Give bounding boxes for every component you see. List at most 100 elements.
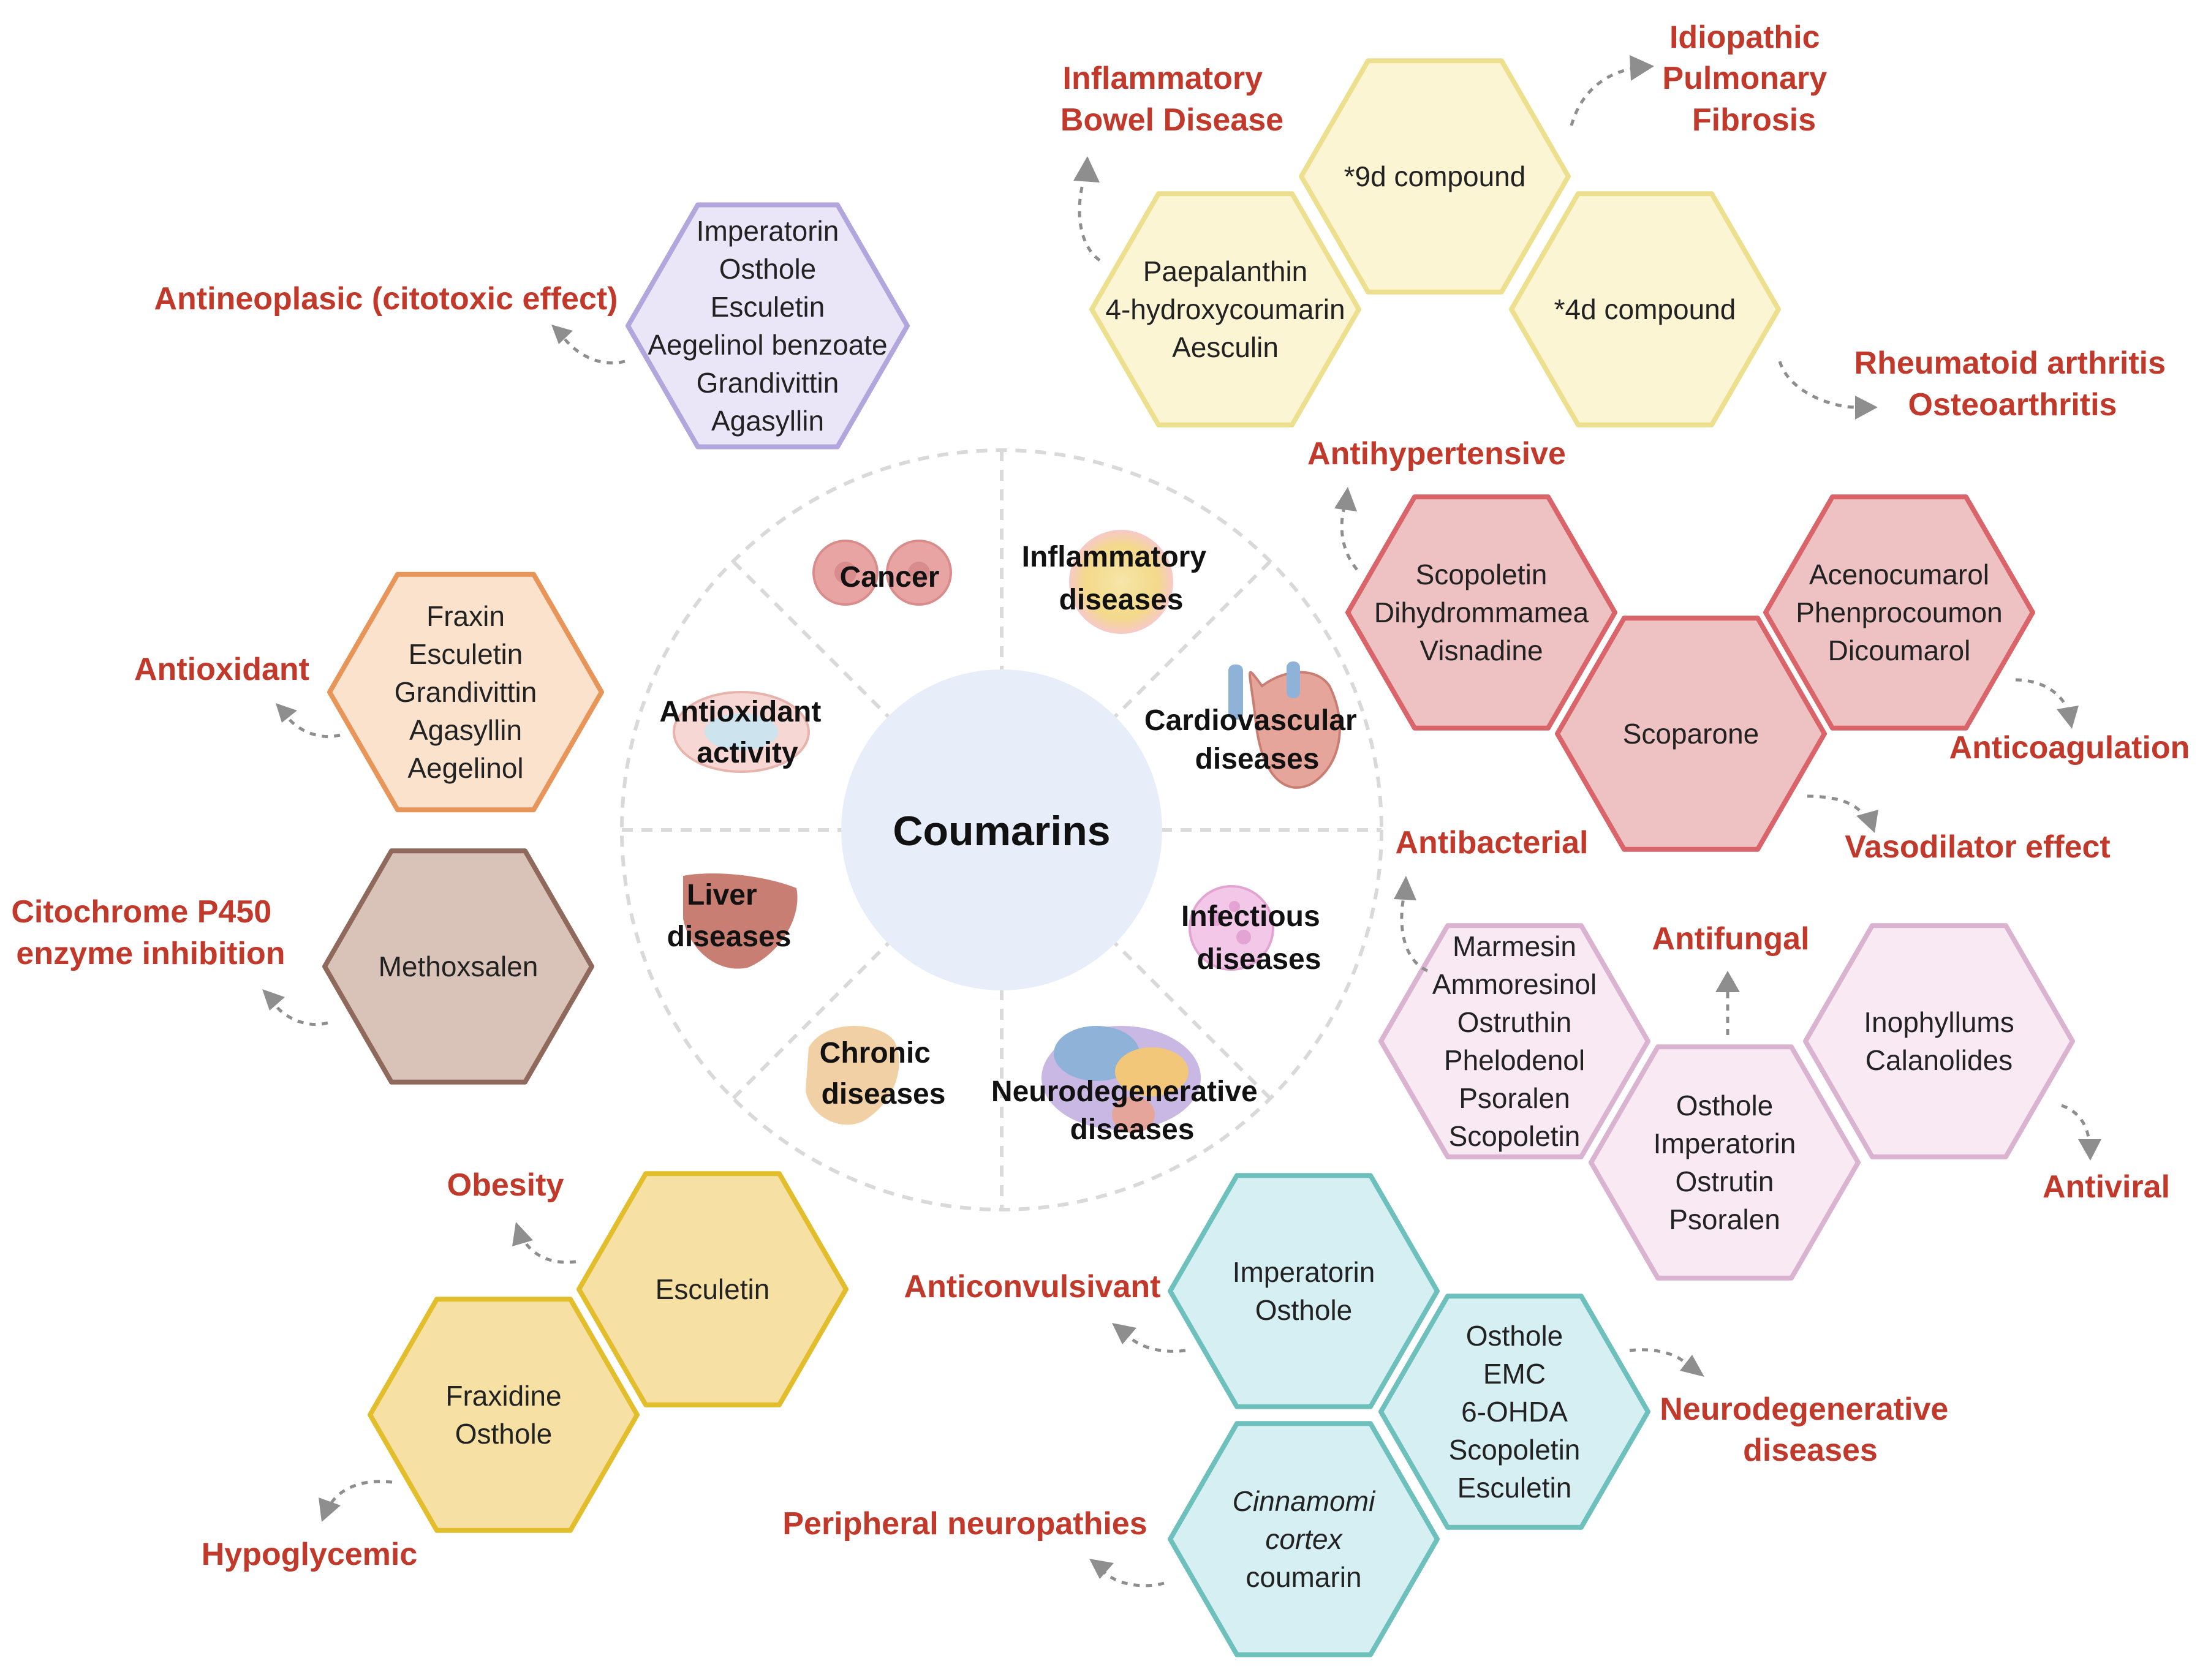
- arrowhead-antioxidant: [276, 703, 297, 723]
- effect-label-ra: Rheumatoid arthritis Osteoarthritis: [1854, 345, 2175, 423]
- arrow-anticoagulation: [2015, 678, 2070, 711]
- effect-label-antiviral: Antiviral: [2043, 1169, 2170, 1205]
- arrowhead-antibacterial: [1394, 876, 1416, 900]
- arrowhead-peripheral: [1089, 1559, 1114, 1579]
- arrowhead-anticoagulation: [2057, 706, 2079, 729]
- brain-icon: [1041, 1026, 1201, 1133]
- arrow-ipf: [1570, 67, 1633, 126]
- cancer-cell-icon: [812, 540, 952, 606]
- effect-label-antihypertensive: Antihypertensive: [1307, 436, 1566, 472]
- arrow-antiviral: [2061, 1104, 2091, 1143]
- liver-icon: [683, 873, 798, 969]
- hexagon-label: *9d compound: [1344, 160, 1526, 192]
- arrowhead-antifungal: [1715, 971, 1740, 992]
- hexagon-shape: [1555, 616, 1827, 852]
- arrow-ibd: [1078, 177, 1101, 262]
- hexagon-label: Esculetin: [656, 1273, 770, 1305]
- effect-label-anticoagulation: Anticoagulation: [1949, 730, 2190, 766]
- effect-label-ipf: Idiopathic Pulmonary Fibrosis: [1662, 20, 1835, 138]
- segment-label-infectious: Infectious diseases: [1181, 900, 1328, 976]
- arrowhead-ra: [1855, 396, 1878, 420]
- hexagon-label: Methoxsalen: [379, 951, 539, 982]
- hexagon-gold-esculetin: Esculetin: [576, 1171, 849, 1407]
- hexagon-shape: [1089, 191, 1361, 428]
- arrowhead-antineoplasic: [551, 325, 573, 344]
- effect-label-ibd: Inflammatory Bowel Disease: [1060, 61, 1283, 138]
- hexagon-shape: [1168, 1421, 1440, 1657]
- arrow-antibacterial: [1400, 894, 1429, 973]
- arrow-cyp450: [271, 1000, 328, 1026]
- segment-label-neurodegenerative: Neurodegenerative diseases: [991, 1075, 1266, 1146]
- arrow-antioxidant: [283, 712, 341, 739]
- arrowhead-hypoglycemic: [319, 1497, 341, 1522]
- hexagon-shape: [327, 571, 604, 813]
- hexagon-shape: [1168, 1173, 1440, 1409]
- effect-label-vasodilator: Vasodilator effect: [1845, 829, 2110, 865]
- effect-labels: Antineoplasic (citotoxic effect) Antioxi…: [11, 20, 2190, 1572]
- arrow-peripheral: [1102, 1570, 1165, 1588]
- arrowhead-ibd: [1073, 156, 1100, 183]
- disease-wheel: Coumarins Cancer Inflammatory diseases C…: [620, 448, 1383, 1211]
- wheel-dividers: [622, 450, 1382, 1210]
- hexagon-shape: [626, 202, 910, 450]
- arrow-obesity: [522, 1239, 576, 1264]
- hexagon-shape: [1589, 1044, 1861, 1281]
- effect-label-anticonvulsivant: Anticonvulsivant: [904, 1269, 1161, 1305]
- arrowhead-antiviral: [2078, 1139, 2101, 1161]
- arrowhead-obesity: [512, 1222, 533, 1246]
- hexagon-label: *4d compound: [1554, 293, 1736, 325]
- effect-label-antibacterial: Antibacterial: [1396, 825, 1589, 861]
- effect-label-obesity: Obesity: [447, 1167, 564, 1203]
- segment-label-chronic: Chronic diseases: [820, 1037, 946, 1110]
- effect-label-antineoplasic: Antineoplasic (citotoxic effect): [154, 281, 618, 317]
- segment-label-antioxidant: Antioxidant activity: [659, 696, 829, 769]
- arrow-vasodilator: [1807, 794, 1867, 819]
- antioxidant-cell-icon: [673, 691, 810, 773]
- hexagon-yellow-9d: *9d compound: [1299, 58, 1571, 295]
- hexagon-brown: Methoxsalen: [322, 848, 594, 1085]
- segment-label-cancer: Cancer: [840, 561, 940, 593]
- effect-label-hypoglycemic: Hypoglycemic: [202, 1537, 418, 1572]
- arrowhead-anticonvulsivant: [1112, 1323, 1136, 1344]
- effect-label-antifungal: Antifungal: [1652, 921, 1809, 957]
- segment-label-cardiovascular: Cardiovascular diseases: [1144, 704, 1365, 775]
- arrow-hypoglycemic: [329, 1480, 393, 1505]
- hexagon-red-scoparone: Scoparone: [1555, 616, 1827, 852]
- arrow-antihypertensive: [1340, 505, 1358, 571]
- center-circle: [841, 669, 1162, 990]
- segment-label-liver: Liver diseases: [667, 879, 792, 953]
- heart-icon: [1228, 661, 1341, 789]
- effect-label-peripheral: Peripheral neuropathies: [782, 1506, 1147, 1542]
- arrow-neurodegenerative: [1629, 1348, 1689, 1367]
- pancreas-icon: [806, 1026, 899, 1125]
- arrow-ra: [1778, 361, 1857, 409]
- hexagon-shape: [322, 848, 594, 1085]
- hexagon-shape: [1378, 1294, 1650, 1530]
- hexagon-shape: [1299, 58, 1571, 295]
- hexagon-label: Scoparone: [1623, 718, 1760, 750]
- virus-icon: [1189, 885, 1274, 971]
- arrowhead-ipf: [1630, 55, 1654, 81]
- hexagon-shape: [1509, 191, 1781, 428]
